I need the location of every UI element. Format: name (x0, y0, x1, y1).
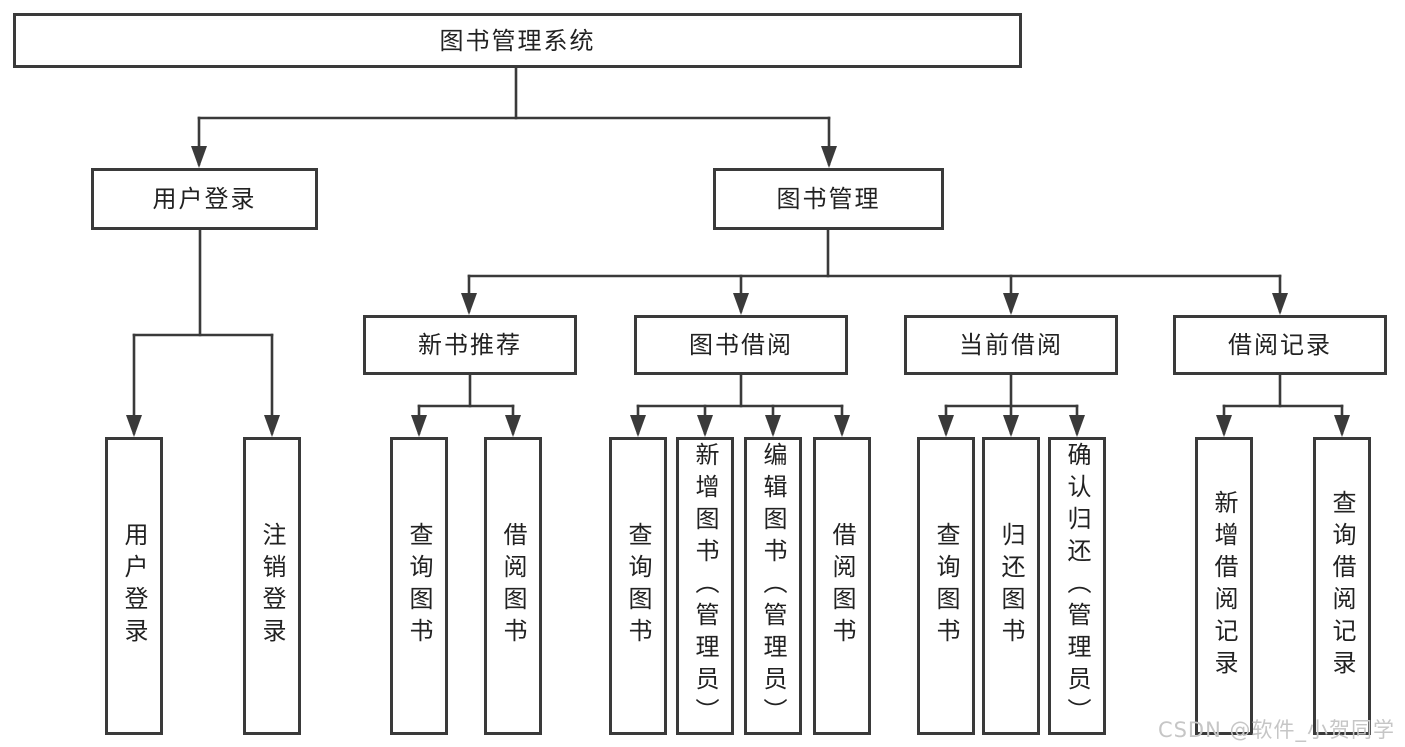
node-label: 新书推荐 (418, 331, 522, 359)
node-label: 编辑图书（管理员） (759, 442, 787, 730)
node-label: 查询图书 (405, 522, 433, 650)
leaf-return-book: 归还图书 (982, 437, 1040, 735)
node-borrow-record: 借阅记录 (1173, 315, 1387, 375)
node-book-borrow: 图书借阅 (634, 315, 848, 375)
node-user-login: 用户登录 (91, 168, 318, 230)
node-label: 借阅图书 (499, 522, 527, 650)
node-label: 归还图书 (997, 522, 1025, 650)
leaf-logout: 注销登录 (243, 437, 301, 735)
arrowhead (1334, 415, 1350, 437)
node-label: 用户登录 (152, 185, 257, 213)
arrowhead (1003, 415, 1019, 437)
arrowhead (821, 146, 837, 168)
node-label: 用户登录 (120, 522, 148, 650)
arrowhead (630, 415, 646, 437)
arrowhead (697, 415, 713, 437)
node-current-borrow: 当前借阅 (904, 315, 1118, 375)
node-root: 图书管理系统 (13, 13, 1022, 68)
arrowhead (505, 415, 521, 437)
node-label: 图书管理系统 (439, 26, 596, 55)
arrowhead (264, 415, 280, 437)
leaf-query-current: 查询图书 (917, 437, 975, 735)
node-label: 查询图书 (624, 522, 652, 650)
leaf-add-borrow-record: 新增借阅记录 (1195, 437, 1253, 735)
node-label: 查询借阅记录 (1328, 490, 1356, 682)
leaf-borrow-book: 借阅图书 (813, 437, 871, 735)
arrowhead (765, 415, 781, 437)
leaf-borrow-book-recommend: 借阅图书 (484, 437, 542, 735)
csdn-watermark: CSDN @软件_小贺同学 (1157, 718, 1395, 742)
arrowhead (938, 415, 954, 437)
arrowhead (834, 415, 850, 437)
arrowhead (1216, 415, 1232, 437)
arrowhead (733, 293, 749, 315)
node-label: 确认归还（管理员） (1063, 442, 1091, 730)
leaf-query-borrow-record: 查询借阅记录 (1313, 437, 1371, 735)
leaf-add-book-admin: 新增图书（管理员） (676, 437, 734, 735)
node-book-management: 图书管理 (713, 168, 944, 230)
arrowhead (126, 415, 142, 437)
node-label: 注销登录 (258, 522, 286, 650)
node-label: 查询图书 (932, 522, 960, 650)
node-new-book-recommend: 新书推荐 (363, 315, 577, 375)
leaf-confirm-return-admin: 确认归还（管理员） (1048, 437, 1106, 735)
leaf-edit-book-admin: 编辑图书（管理员） (744, 437, 802, 735)
arrowhead (1069, 415, 1085, 437)
node-label: 借阅图书 (828, 522, 856, 650)
leaf-query-book: 查询图书 (609, 437, 667, 735)
arrowhead (411, 415, 427, 437)
leaf-query-book-recommend: 查询图书 (390, 437, 448, 735)
node-label: 图书管理 (776, 185, 881, 213)
arrowhead (1003, 293, 1019, 315)
arrowhead (1272, 293, 1288, 315)
node-label: 新增借阅记录 (1210, 490, 1238, 682)
node-label: 图书借阅 (689, 331, 793, 359)
arrowhead (191, 146, 207, 168)
node-label: 新增图书（管理员） (691, 442, 719, 730)
arrowhead (461, 293, 477, 315)
node-label: 当前借阅 (959, 331, 1063, 359)
leaf-user-login: 用户登录 (105, 437, 163, 735)
node-label: 借阅记录 (1228, 331, 1332, 359)
